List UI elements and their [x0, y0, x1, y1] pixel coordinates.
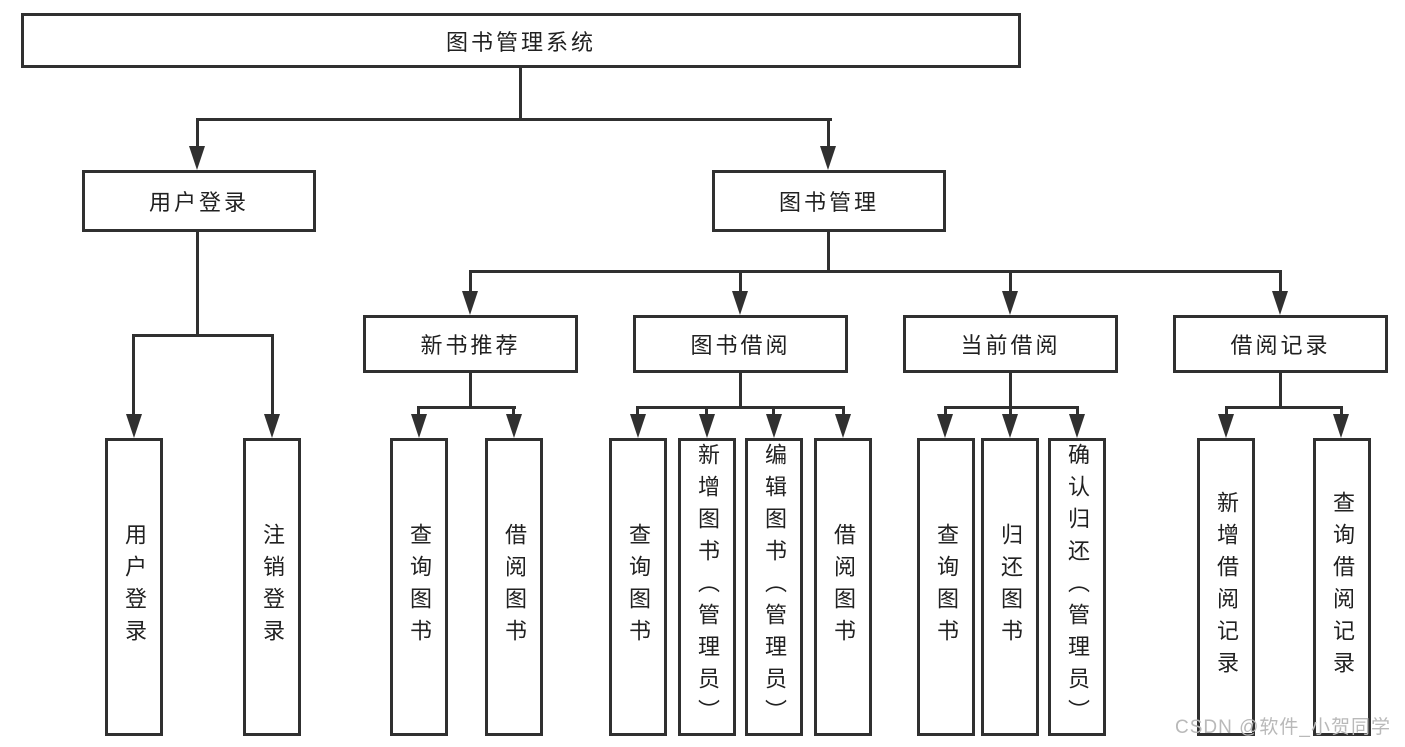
arrow-down-icon: [820, 146, 836, 170]
arrow-down-icon: [1333, 414, 1349, 438]
leaf-add-borrow-record: 新增借阅记录: [1197, 438, 1255, 736]
connector-to-user-login: [196, 118, 199, 148]
connector-to-book-borrow: [739, 270, 742, 293]
arrow-down-icon: [937, 414, 953, 438]
connector-book-borrow-rail: [636, 406, 845, 409]
node-current-borrow: 当前借阅: [903, 315, 1118, 373]
arrow-down-icon: [1218, 414, 1234, 438]
leaf-user-login: 用户登录: [105, 438, 163, 736]
leaf-query-books-recommend: 查询图书: [390, 438, 448, 736]
connector-borrow-records-rail: [1225, 406, 1343, 409]
arrow-down-icon: [1069, 414, 1085, 438]
connector-leaf-stem: [636, 406, 639, 416]
arrow-down-icon: [1272, 291, 1288, 315]
arrow-down-icon: [1002, 291, 1018, 315]
connector-leaf-stem: [417, 406, 420, 416]
leaf-logout: 注销登录: [243, 438, 301, 736]
arrow-down-icon: [835, 414, 851, 438]
node-user-login: 用户登录: [82, 170, 316, 232]
node-new-book-recommend: 新书推荐: [363, 315, 578, 373]
connector-leaf-stem: [512, 406, 515, 416]
connector-current-borrow-stem: [1009, 373, 1012, 408]
connector-borrow-records-stem: [1279, 373, 1282, 408]
connector-to-borrow-records: [1279, 270, 1282, 293]
connector-leaf-stem: [944, 406, 947, 416]
leaf-confirm-return-admin: 确认归还（管理员）: [1048, 438, 1106, 736]
arrow-down-icon: [126, 414, 142, 438]
connector-to-current-borrow: [1009, 270, 1012, 293]
connector-to-book-management: [827, 118, 830, 148]
leaf-query-books-current: 查询图书: [917, 438, 975, 736]
node-borrow-records: 借阅记录: [1173, 315, 1388, 373]
leaf-edit-book-admin: 编辑图书（管理员）: [745, 438, 803, 736]
arrow-down-icon: [630, 414, 646, 438]
connector-level2-rail: [196, 118, 832, 121]
connector-to-new-book: [469, 270, 472, 293]
connector-level3-rail: [469, 270, 1282, 273]
connector-book-borrow-stem: [739, 373, 742, 408]
connector-user-login-rail: [132, 334, 274, 337]
connector-to-leaf-logout: [271, 334, 274, 416]
connector-leaf-stem: [1009, 406, 1012, 416]
leaf-borrow-books-recommend: 借阅图书: [485, 438, 543, 736]
connector-user-login-stem: [196, 232, 199, 336]
arrow-down-icon: [462, 291, 478, 315]
connector-to-leaf-user-login: [132, 334, 135, 416]
leaf-query-borrow-record: 查询借阅记录: [1313, 438, 1371, 736]
connector-new-book-stem: [469, 373, 472, 408]
arrow-down-icon: [264, 414, 280, 438]
arrow-down-icon: [732, 291, 748, 315]
watermark: CSDN @软件_小贺同学: [1175, 717, 1391, 738]
arrow-down-icon: [766, 414, 782, 438]
leaf-return-books: 归还图书: [981, 438, 1039, 736]
arrow-down-icon: [506, 414, 522, 438]
arrow-down-icon: [411, 414, 427, 438]
leaf-query-books-borrow: 查询图书: [609, 438, 667, 736]
connector-leaf-stem: [705, 406, 708, 416]
connector-leaf-stem: [1076, 406, 1079, 416]
connector-new-book-rail: [417, 406, 516, 409]
leaf-add-book-admin: 新增图书（管理员）: [678, 438, 736, 736]
connector-leaf-stem: [842, 406, 845, 416]
arrow-down-icon: [189, 146, 205, 170]
node-book-borrow: 图书借阅: [633, 315, 848, 373]
node-root: 图书管理系统: [21, 13, 1021, 68]
arrow-down-icon: [1002, 414, 1018, 438]
connector-leaf-stem: [1225, 406, 1228, 416]
node-book-management: 图书管理: [712, 170, 946, 232]
connector-leaf-stem: [1340, 406, 1343, 416]
leaf-borrow-books: 借阅图书: [814, 438, 872, 736]
connector-root-stem: [519, 68, 522, 121]
connector-book-mgmt-stem: [827, 232, 830, 272]
arrow-down-icon: [699, 414, 715, 438]
connector-leaf-stem: [772, 406, 775, 416]
